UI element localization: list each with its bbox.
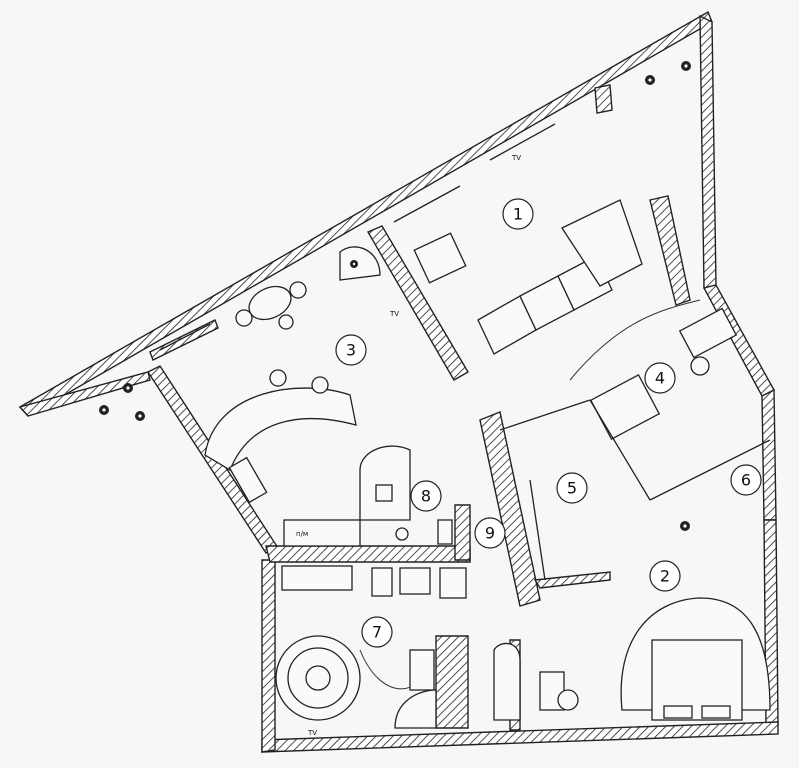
closets [499, 399, 771, 581]
room-4-furniture [569, 299, 738, 440]
room-number: 9 [485, 524, 495, 543]
room-number: 6 [741, 471, 751, 490]
tv-label-kitchen: TV [389, 310, 399, 318]
outer-walls [18, 10, 779, 753]
room-marker-8: 8 [410, 480, 442, 512]
room-number: 2 [660, 567, 670, 586]
tv-label-bath: TV [307, 729, 317, 737]
room-8-furniture [359, 445, 453, 545]
room-2-furniture [493, 597, 771, 721]
fridge-label: п/м [296, 530, 308, 538]
room-marker-4: 4 [644, 362, 676, 394]
room-1-furniture [413, 199, 643, 355]
room-marker-7: 7 [361, 616, 393, 648]
room-number: 3 [346, 341, 356, 360]
room-marker-5: 5 [556, 472, 588, 504]
flower-decorations [99, 61, 691, 531]
room-number: 1 [513, 205, 523, 224]
room-number: 7 [372, 623, 382, 642]
room-marker-9: 9 [474, 517, 506, 549]
room-number: 8 [421, 487, 431, 506]
room-number: 4 [655, 369, 665, 388]
room-marker-2: 2 [649, 560, 681, 592]
room-markers: 1 2 3 4 5 6 7 8 [335, 198, 762, 648]
room-marker-3: 3 [335, 334, 367, 366]
room-3-furniture [204, 246, 381, 547]
room-marker-6: 6 [730, 464, 762, 496]
tv-label-living: TV [511, 154, 521, 162]
room-7-furniture [275, 565, 467, 729]
room-number: 5 [567, 479, 577, 498]
windows [159, 123, 556, 351]
room-marker-1: 1 [502, 198, 534, 230]
